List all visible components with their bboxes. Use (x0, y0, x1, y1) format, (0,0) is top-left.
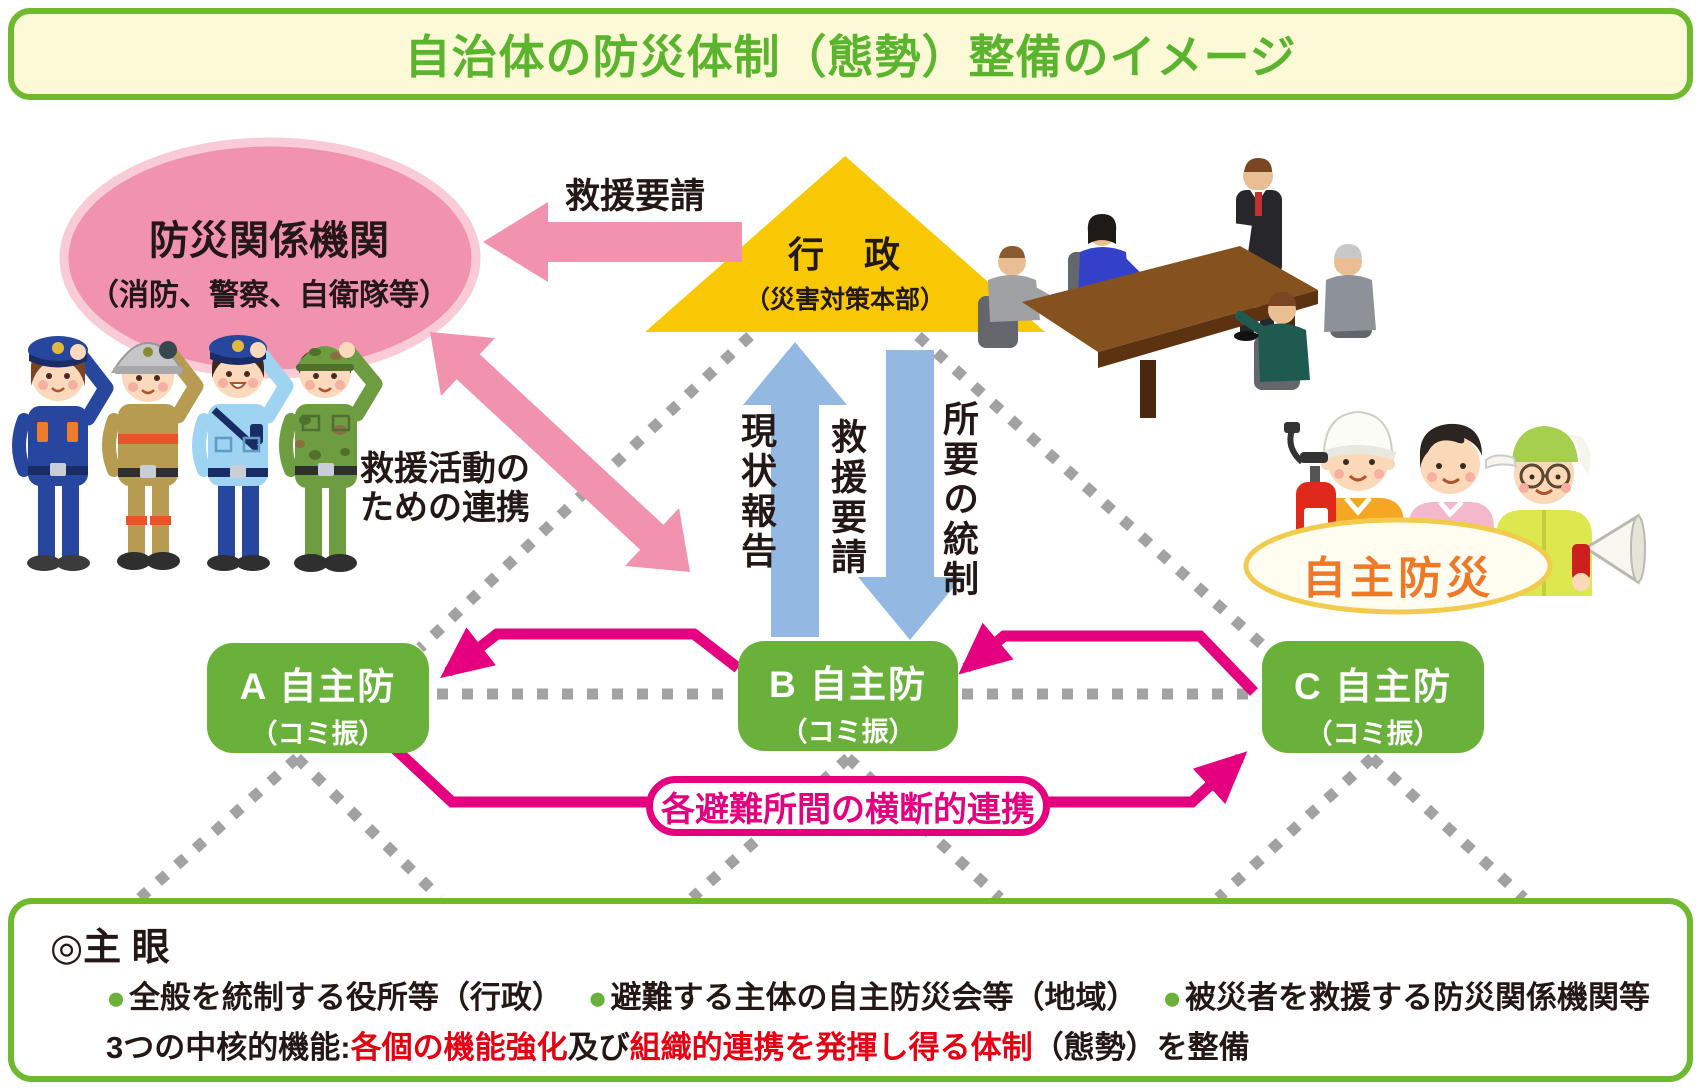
rescue-coop-label: 救援活動の ための連携 (360, 450, 530, 528)
dotted-below-a-right (293, 754, 444, 902)
volunteer-badge-text: 自主防災 (1302, 554, 1494, 603)
report-up-arrow (743, 342, 847, 637)
summary-bullet-2: 避難する主体の自主防災会等（地域） (610, 980, 1138, 1015)
meeting-illustration (978, 158, 1376, 418)
cross-link-pill: 各避難所間の横断的連携 (646, 776, 1050, 836)
rescue-coop-line1: 救援活動の (360, 450, 530, 488)
box-b (738, 641, 958, 751)
rescue-request-arrow (483, 202, 742, 282)
box-c-label: C 自主防 （コミ振） (1262, 656, 1484, 751)
core-function-line: 3つの中核的機能:各個の機能強化及び組織的連携を発揮し得る体制（態勢）を整備 (106, 1022, 1250, 1067)
agency-label: 防災関係機関 （消防、警察、自衛隊等） (62, 208, 476, 314)
blue-arrows (743, 342, 962, 640)
police-woman-figure (12, 336, 114, 571)
status-report-label: 現状報告 (736, 412, 777, 572)
dotted-below-a-left (136, 753, 301, 903)
link-c-to-b (958, 622, 1258, 696)
dotted-below-c-right (1368, 753, 1528, 903)
summary-panel: ◎主 眼 ●全般を統制する役所等（行政） ●避難する主体の自主防災会等（地域） … (8, 898, 1693, 1082)
gov-name: 行 政 (787, 234, 902, 275)
rescue-coop-line2: ための連携 (360, 489, 530, 527)
summary-bullets-line: ●全般を統制する役所等（行政） ●避難する主体の自主防災会等（地域） ●被災者を… (106, 972, 1650, 1017)
link-b-to-a (440, 627, 742, 679)
volunteers-illustration (1243, 410, 1646, 615)
control-down-arrow (858, 350, 962, 640)
agency-name: 防災関係機関 (149, 219, 389, 263)
control-label: 所要の統制 (938, 400, 979, 600)
core-function-segment: （態勢）を整備 (1032, 1030, 1250, 1065)
soldier-figure (279, 342, 383, 572)
rescue-request-mid-label: 救援要請 (826, 418, 867, 578)
summary-bullet-3: 被災者を救援する防災関係機関等 (1185, 980, 1651, 1015)
dotted-below-c-left (1214, 753, 1376, 903)
dotted-gov-to-c (914, 331, 1272, 655)
responders-illustration (12, 335, 383, 572)
gov-label: 行 政 （災害対策本部） (695, 226, 995, 316)
rescue-coop-arrow (430, 332, 690, 572)
box-c-sub: （コミ振） (1305, 719, 1441, 749)
bullet-icon: ● (587, 979, 608, 1016)
box-a-name: A 自主防 (239, 666, 397, 707)
volunteer-badge-bubble (1243, 517, 1553, 615)
core-function-segment: 各個の機能強化 (350, 1030, 568, 1065)
box-b-label: B 自主防 （コミ振） (738, 654, 958, 749)
box-a-label: A 自主防 （コミ振） (207, 656, 429, 751)
bullet-icon: ● (1162, 979, 1183, 1016)
summary-heading: ◎主 眼 (50, 927, 170, 969)
agency-sub: （消防、警察、自衛隊等） (89, 279, 449, 312)
core-function-segment: 及び (567, 1030, 630, 1065)
box-c (1262, 641, 1484, 753)
box-a (207, 643, 429, 753)
core-function-segment: 3つの中核的機能: (106, 1030, 351, 1065)
bullet-icon: ● (106, 979, 126, 1016)
summary-bullet-1: 全般を統制する役所等（行政） (128, 980, 563, 1015)
box-c-name: C 自主防 (1294, 666, 1452, 707)
gov-triangle (645, 156, 1045, 332)
gov-sub: （災害対策本部） (744, 286, 945, 314)
page-title: 自治体の防災体制（態勢）整備のイメージ (404, 31, 1297, 83)
box-b-name: B 自主防 (769, 664, 927, 705)
rescue-request-top-label: 救援要請 (564, 177, 705, 216)
box-b-sub: （コミ振） (780, 717, 916, 747)
firefighter-figure (102, 341, 204, 570)
title-banner: 自治体の防災体制（態勢）整備のイメージ (8, 8, 1693, 100)
group-boxes (207, 641, 1484, 753)
core-function-segment: 組織的連携を発揮し得る体制 (629, 1030, 1033, 1065)
box-a-sub: （コミ振） (250, 719, 386, 749)
police-man-figure (192, 335, 294, 571)
